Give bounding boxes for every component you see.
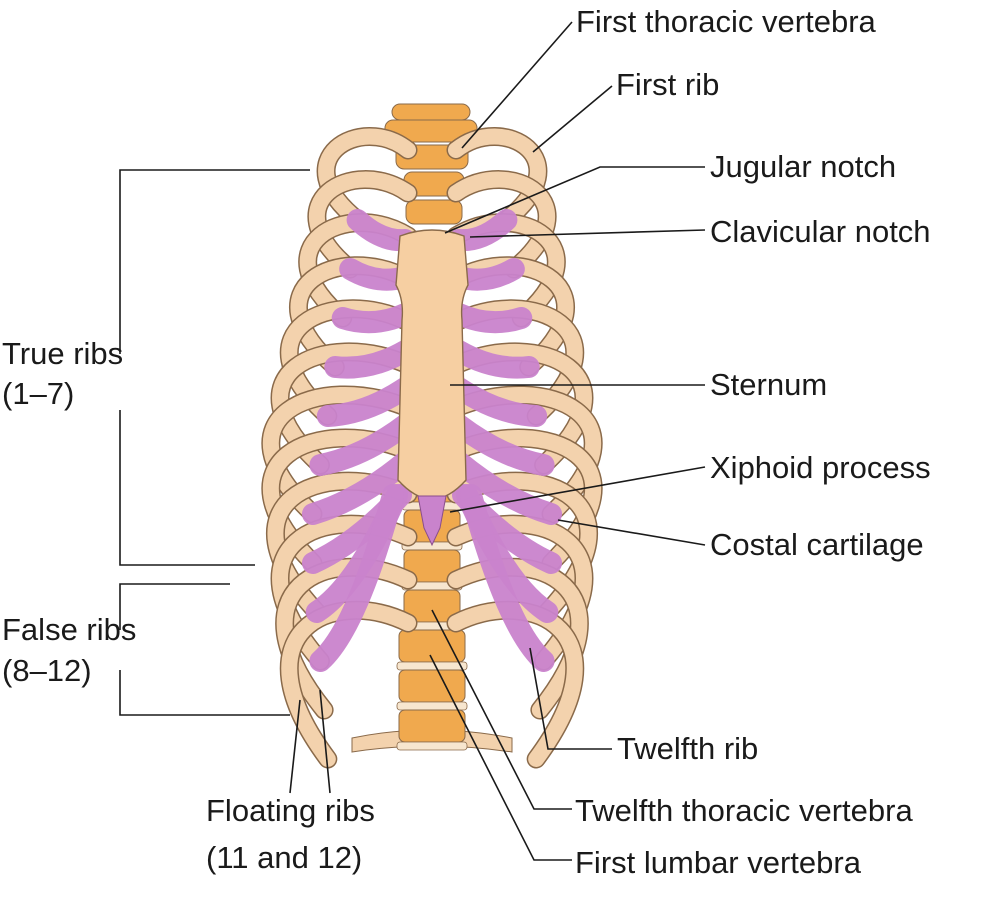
label-true-ribs: True ribs [2, 336, 124, 371]
label-first-rib: First rib [616, 67, 720, 102]
label-twelfth-rib: Twelfth rib [617, 731, 759, 766]
vertebra-upper [405, 199, 463, 225]
costal-cartilage [309, 414, 416, 476]
leader-line [289, 699, 301, 794]
rib [448, 171, 556, 277]
rib [318, 128, 416, 228]
leader-line [529, 647, 612, 750]
rib [448, 602, 583, 767]
leader-lines [119, 21, 706, 861]
sternum-body [395, 229, 469, 501]
label-twelfth-thoracic-vertebra: Twelfth thoracic vertebra [575, 793, 913, 828]
costal-cartilage [448, 414, 555, 476]
costal-cartilage [448, 377, 548, 427]
rib [281, 602, 416, 767]
leader-line [469, 229, 706, 238]
leader-line [119, 583, 230, 630]
leader-line [532, 85, 613, 153]
costal-cartilage [448, 303, 533, 334]
vertebra-upper [391, 103, 471, 121]
label-false-ribs-range: (8–12) [2, 653, 92, 688]
leader-line [557, 519, 706, 546]
leader-line [431, 609, 572, 810]
costal-cartilage [309, 484, 404, 672]
label-floating-ribs: Floating ribs [206, 793, 375, 828]
costal-cartilage [331, 303, 416, 334]
intervertebral-disc [396, 661, 468, 671]
label-costal-cartilage: Costal cartilage [710, 527, 924, 562]
rib [308, 171, 416, 277]
label-xiphoid-process: Xiphoid process [710, 450, 931, 485]
label-clavicular-notch: Clavicular notch [710, 214, 931, 249]
costal-cartilage [460, 484, 555, 672]
leader-line [119, 670, 290, 716]
sternum-shape [395, 229, 469, 547]
leader-line [319, 689, 331, 794]
leader-line [444, 166, 705, 234]
vertebra-lower [398, 709, 466, 743]
label-true-ribs-range: (1–7) [2, 376, 75, 411]
costal-cartilage [448, 451, 563, 525]
label-floating-ribs-range: (11 and 12) [206, 840, 363, 875]
xiphoid-process [417, 495, 447, 547]
leader-line [461, 21, 573, 149]
leader-line [119, 410, 255, 566]
leader-line [449, 466, 706, 513]
costal-cartilage [448, 340, 540, 379]
label-jugular-notch: Jugular notch [710, 149, 897, 184]
label-first-lumbar-vertebra: First lumbar vertebra [575, 845, 861, 880]
costal-cartilage [324, 340, 416, 379]
label-first-thoracic-vertebra: First thoracic vertebra [576, 4, 876, 39]
costal-cartilage [301, 451, 416, 525]
vertebra-lower [398, 669, 466, 703]
leader-line [119, 169, 310, 354]
label-sternum: Sternum [710, 367, 828, 402]
label-false-ribs: False ribs [2, 612, 137, 647]
costal-cartilage [316, 377, 416, 427]
leader-line [429, 654, 572, 861]
intervertebral-disc [396, 741, 468, 751]
